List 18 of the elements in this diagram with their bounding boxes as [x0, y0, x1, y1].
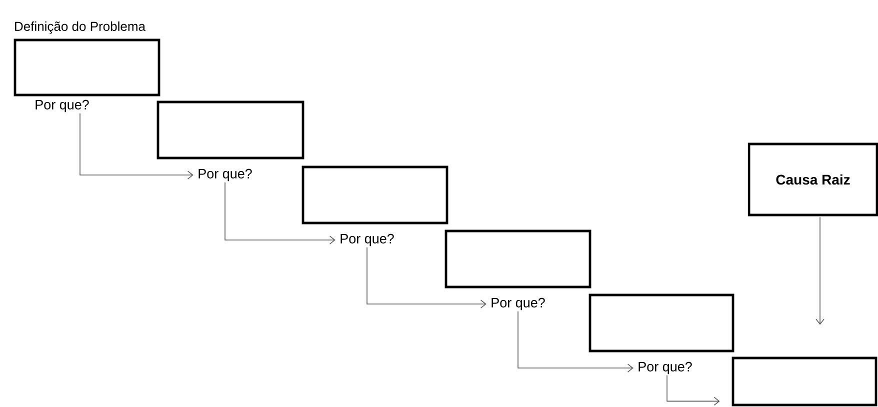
heading: Definição do Problema [15, 21, 146, 34]
empty-box [444, 230, 592, 288]
empty-box [302, 166, 448, 224]
question-text: Por que? [340, 234, 394, 246]
empty-box [588, 294, 734, 352]
arrow [366, 246, 486, 308]
arrow [816, 216, 824, 325]
arrow [224, 182, 336, 244]
empty-box [156, 100, 304, 160]
root-cause-box: Causa Raiz [748, 142, 878, 216]
arrow [666, 374, 720, 406]
arrow [518, 310, 634, 372]
question-text: Por que? [36, 100, 89, 112]
question-text: Por que? [492, 298, 545, 310]
empty-box [732, 356, 878, 406]
arrow [80, 112, 194, 180]
question-text: Por que? [638, 362, 692, 374]
question-text: Por que? [198, 168, 252, 182]
